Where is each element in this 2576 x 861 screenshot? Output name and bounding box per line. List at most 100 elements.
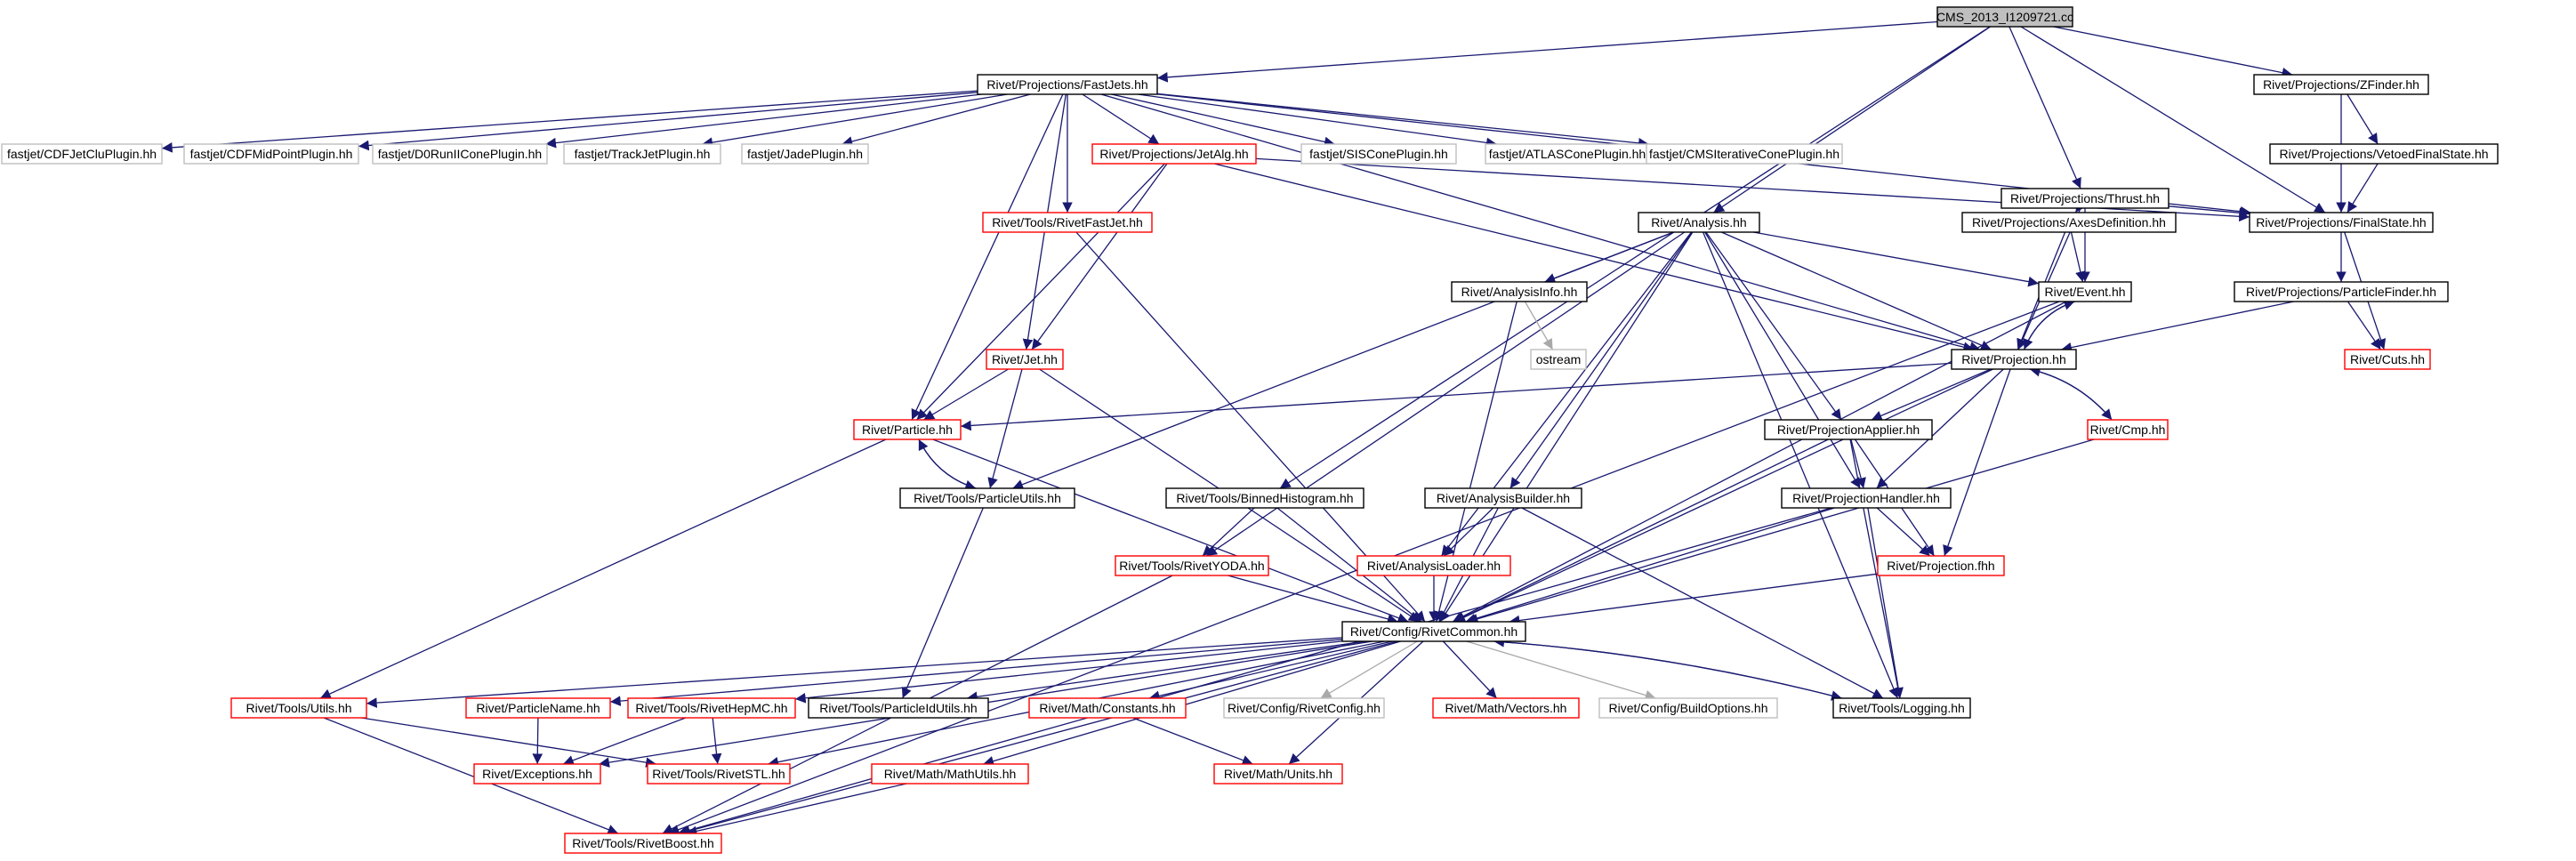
node-box xyxy=(1832,697,1971,719)
edge-analysis-to-logging xyxy=(1703,231,1899,699)
edge-jet-to-particle xyxy=(923,368,1009,421)
node-ostream[interactable]: ostream xyxy=(1530,349,1587,370)
node-label: fastjet/ATLASConePlugin.hh xyxy=(1489,147,1646,161)
node-rivetfastjet[interactable]: Rivet/Tools/RivetFastJet.hh xyxy=(982,212,1153,233)
node-rivetboost[interactable]: Rivet/Tools/RivetBoost.hh xyxy=(564,833,722,854)
node-binnedhisto[interactable]: Rivet/Tools/BinnedHistogram.hh xyxy=(1165,487,1364,509)
node-label: Rivet/ProjectionHandler.hh xyxy=(1792,491,1940,505)
edge-binnedhisto-to-rivetyoda xyxy=(1202,507,1255,557)
node-label: Rivet/ParticleName.hh xyxy=(476,701,600,715)
node-rivethepmc[interactable]: Rivet/Tools/RivetHepMC.hh xyxy=(627,697,796,719)
node-rivetcommon[interactable]: Rivet/Config/RivetCommon.hh xyxy=(1341,621,1526,642)
edge-fastjets-to-cdfjetclu xyxy=(161,90,978,153)
node-label: Rivet/Cmp.hh xyxy=(2090,422,2166,437)
node-box xyxy=(2253,74,2429,95)
node-label: Rivet/Config/BuildOptions.hh xyxy=(1609,701,1768,715)
node-box xyxy=(1781,487,1952,509)
edge-particle-to-particleutils xyxy=(918,439,977,491)
node-cmp[interactable]: Rivet/Cmp.hh xyxy=(2087,419,2169,440)
edge-utils-to-rivetstl xyxy=(361,717,656,768)
node-label: Rivet/Projections/AxesDefinition.hh xyxy=(1972,215,2166,229)
node-label: Rivet/Config/RivetCommon.hh xyxy=(1350,624,1517,639)
node-event[interactable]: Rivet/Event.hh xyxy=(2038,281,2132,302)
node-box xyxy=(1530,349,1587,370)
node-axesdef[interactable]: Rivet/Projections/AxesDefinition.hh xyxy=(1961,212,2177,233)
node-particlename[interactable]: Rivet/ParticleName.hh xyxy=(465,697,611,719)
node-logging[interactable]: Rivet/Tools/Logging.hh xyxy=(1832,697,1971,719)
node-d0run[interactable]: fastjet/D0RunIIConePlugin.hh xyxy=(372,143,548,165)
node-box xyxy=(2038,281,2132,302)
node-jet[interactable]: Rivet/Jet.hh xyxy=(986,349,1064,370)
node-buildoptions[interactable]: Rivet/Config/BuildOptions.hh xyxy=(1598,697,1778,719)
node-analysisloader[interactable]: Rivet/AnalysisLoader.hh xyxy=(1356,555,1511,576)
node-exceptions[interactable]: Rivet/Exceptions.hh xyxy=(473,763,601,785)
node-box xyxy=(2249,212,2434,233)
node-rivetstl[interactable]: Rivet/Tools/RivetSTL.hh xyxy=(647,763,791,785)
node-box xyxy=(2344,349,2431,370)
node-thrust[interactable]: Rivet/Projections/Thrust.hh xyxy=(2000,188,2169,209)
node-cdfmid[interactable]: fastjet/CDFMidPointPlugin.hh xyxy=(183,143,359,165)
node-fastjets[interactable]: Rivet/Projections/FastJets.hh xyxy=(977,74,1158,95)
node-particle[interactable]: Rivet/Particle.hh xyxy=(853,419,962,440)
edge-particleutils-to-particleidutils xyxy=(901,507,984,699)
edge-particlename-to-exceptions xyxy=(532,717,543,765)
node-vectors[interactable]: Rivet/Math/Vectors.hh xyxy=(1432,697,1580,719)
node-particleutils[interactable]: Rivet/Tools/ParticleUtils.hh xyxy=(899,487,1075,509)
edge-analysisinfo-to-rivetcommon xyxy=(1433,301,1517,623)
edge-analysis-to-particleutils xyxy=(1012,231,1674,490)
node-trackjet[interactable]: fastjet/TrackJetPlugin.hh xyxy=(563,143,721,165)
node-analysisinfo[interactable]: Rivet/AnalysisInfo.hh xyxy=(1451,281,1588,302)
node-zfinder[interactable]: Rivet/Projections/ZFinder.hh xyxy=(2253,74,2429,95)
node-cuts[interactable]: Rivet/Cuts.hh xyxy=(2344,349,2431,370)
node-box xyxy=(853,419,962,440)
node-label: Rivet/Tools/ParticleIdUtils.hh xyxy=(819,701,977,715)
node-mathutils[interactable]: Rivet/Math/MathUtils.hh xyxy=(871,763,1029,785)
node-box xyxy=(1961,212,2177,233)
edges-layer xyxy=(161,20,2387,837)
node-label: Rivet/Tools/Utils.hh xyxy=(246,701,351,715)
node-cmscone[interactable]: fastjet/CMSIterativeConePlugin.hh xyxy=(1646,143,1843,165)
edge-projhandler-to-projfhh xyxy=(1876,507,1931,557)
node-units[interactable]: Rivet/Math/Units.hh xyxy=(1213,763,1343,785)
node-jetalg[interactable]: Rivet/Projections/JetAlg.hh xyxy=(1091,143,1257,165)
node-analysisbuilder[interactable]: Rivet/AnalysisBuilder.hh xyxy=(1424,487,1582,509)
edge-analysis-to-rivetyoda xyxy=(1205,231,1686,557)
node-projhandler[interactable]: Rivet/ProjectionHandler.hh xyxy=(1781,487,1952,509)
node-jade[interactable]: fastjet/JadePlugin.hh xyxy=(741,143,869,165)
node-label: Rivet/Analysis.hh xyxy=(1651,215,1746,229)
node-analysis[interactable]: Rivet/Analysis.hh xyxy=(1638,212,1760,233)
edge-rivetcommon-to-particleidutils xyxy=(966,640,1366,703)
node-cms[interactable]: CMS_2013_I1209721.cc xyxy=(1936,6,2073,28)
node-rivetconfig[interactable]: Rivet/Config/RivetConfig.hh xyxy=(1223,697,1385,719)
node-projection[interactable]: Rivet/Projection.hh xyxy=(1951,349,2077,370)
node-label: CMS_2013_I1209721.cc xyxy=(1936,10,2073,24)
node-label: Rivet/Tools/BinnedHistogram.hh xyxy=(1176,491,1353,505)
node-projfhh[interactable]: Rivet/Projection.fhh xyxy=(1877,555,2005,576)
node-box xyxy=(1028,697,1187,719)
node-box xyxy=(465,697,611,719)
node-siscone[interactable]: fastjet/SISConePlugin.hh xyxy=(1300,143,1457,165)
node-utils[interactable]: Rivet/Tools/Utils.hh xyxy=(230,697,367,719)
node-cdfjetclu[interactable]: fastjet/CDFJetCluPlugin.hh xyxy=(1,143,163,165)
node-box xyxy=(1936,6,2073,28)
edge-fastjets-to-cdfmid xyxy=(358,92,978,151)
edge-rivetcommon-to-vectors xyxy=(1442,640,1498,699)
edge-projection-to-projapplier xyxy=(1871,368,1992,421)
node-particlefinder[interactable]: Rivet/Projections/ParticleFinder.hh xyxy=(2234,281,2449,302)
node-constants[interactable]: Rivet/Math/Constants.hh xyxy=(1028,697,1187,719)
node-vetoed[interactable]: Rivet/Projections/VetoedFinalState.hh xyxy=(2269,143,2499,165)
node-label: Rivet/AnalysisInfo.hh xyxy=(1461,285,1578,299)
node-label: fastjet/D0RunIIConePlugin.hh xyxy=(378,147,542,161)
node-rivetyoda[interactable]: Rivet/Tools/RivetYODA.hh xyxy=(1115,555,1269,576)
node-label: fastjet/CMSIterativeConePlugin.hh xyxy=(1649,147,1839,161)
node-particleidutils[interactable]: Rivet/Tools/ParticleIdUtils.hh xyxy=(808,697,989,719)
node-label: Rivet/Tools/RivetSTL.hh xyxy=(652,767,785,781)
node-box xyxy=(1091,143,1257,165)
edge-projhandler-to-rivetcommon xyxy=(1465,507,1835,624)
node-label: Rivet/Exceptions.hh xyxy=(482,767,592,781)
node-finalstate[interactable]: Rivet/Projections/FinalState.hh xyxy=(2249,212,2434,233)
node-atlascone[interactable]: fastjet/ATLASConePlugin.hh xyxy=(1485,143,1650,165)
node-projapplier[interactable]: Rivet/ProjectionApplier.hh xyxy=(1764,419,1933,440)
edge-utils-to-rivetboost xyxy=(323,717,619,835)
